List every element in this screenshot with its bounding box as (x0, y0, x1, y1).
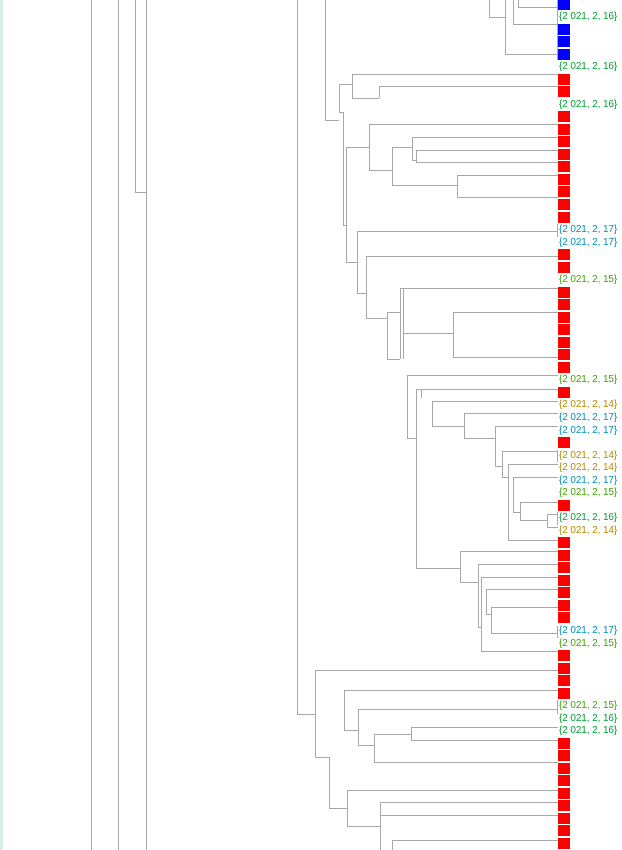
leaf-marker-blue (558, 48, 570, 60)
leaf-marker-red (558, 361, 570, 373)
leaf-marker-red (558, 838, 570, 849)
leaf-marker-red (558, 587, 570, 599)
leaf-date-label: {2 021, 2, 15} (559, 274, 618, 286)
leaf-date-label: {2 021, 2, 15} (559, 637, 618, 649)
leaf-date-label: {2 021, 2, 16} (559, 725, 618, 737)
leaf-marker-red (558, 599, 570, 611)
leaf-date-label: {2 021, 2, 17} (559, 625, 618, 636)
leaf-marker-red (558, 775, 570, 787)
leaf-marker-red (558, 73, 570, 85)
leaf-marker-red (558, 136, 570, 148)
leaf-marker-red (558, 549, 570, 561)
leaf-date-label: {2 021, 2, 14} (559, 399, 618, 411)
leaf-marker-red (558, 612, 570, 624)
leaf-date-label: {2 021, 2, 17} (559, 424, 618, 436)
leaf-marker-red (558, 800, 570, 812)
leaf-marker-red (558, 161, 570, 173)
leaf-date-label: {2 021, 2, 16} (559, 61, 618, 73)
leaf-date-label: {2 021, 2, 15} (559, 374, 618, 386)
leaf-marker-red (558, 562, 570, 574)
leaf-marker-red (558, 499, 570, 511)
leaf-marker-red (558, 111, 570, 123)
leaf-marker-red (558, 812, 570, 824)
leaf-marker-red (558, 787, 570, 799)
leaf-date-label: {2 021, 2, 14} (559, 449, 618, 461)
leaf-marker-red (558, 687, 570, 699)
leaf-marker-red (558, 750, 570, 762)
leaf-marker-red (558, 173, 570, 185)
leaf-marker-red (558, 650, 570, 662)
leaf-marker-red (558, 825, 570, 837)
leaf-date-label: {2 021, 2, 17} (559, 474, 618, 486)
leaf-date-label: {2 021, 2, 16} (559, 512, 618, 524)
leaf-marker-red (558, 737, 570, 749)
leaf-marker-red (558, 86, 570, 98)
leaf-marker-red (558, 123, 570, 135)
leaf-marker-red (558, 249, 570, 261)
leaf-marker-red (558, 574, 570, 586)
leaf-marker-red (558, 299, 570, 311)
leaf-marker-red (558, 311, 570, 323)
leaf-marker-red (558, 437, 570, 449)
leaf-date-label: {2 021, 2, 14} (559, 524, 618, 536)
leaf-marker-blue (558, 0, 570, 10)
leaf-marker-red (558, 675, 570, 687)
leaf-marker-red (558, 349, 570, 361)
leaf-marker-red (558, 762, 570, 774)
leaf-date-label: {2 021, 2, 15} (559, 700, 618, 712)
leaf-marker-red (558, 662, 570, 674)
leaf-marker-red (558, 286, 570, 298)
leaf-date-label: {2 021, 2, 17} (559, 236, 618, 248)
leaf-date-label: {2 021, 2, 17} (559, 224, 618, 236)
leaf-date-label: {2 021, 2, 16} (559, 98, 618, 110)
leaf-date-label: {2 021, 2, 17} (559, 411, 618, 423)
leaf-marker-red (558, 148, 570, 160)
leaf-marker-red (558, 186, 570, 198)
leaf-marker-red (558, 211, 570, 223)
leaf-date-label: {2 021, 2, 14} (559, 462, 618, 474)
leaf-date-label: {2 021, 2, 16} (559, 11, 618, 23)
leaf-marker-blue (558, 36, 570, 48)
leaf-marker-red (558, 261, 570, 273)
leaf-marker-red (558, 537, 570, 549)
leaf-date-label: {2 021, 2, 16} (559, 712, 618, 724)
leaf-marker-red (558, 336, 570, 348)
leaf-date-label: {2 021, 2, 15} (559, 487, 618, 499)
leaf-marker-blue (558, 23, 570, 35)
left-edge-stripe (0, 0, 3, 850)
leaf-marker-red (558, 198, 570, 210)
leaf-marker-red (558, 324, 570, 336)
leaf-marker-red (558, 386, 570, 398)
